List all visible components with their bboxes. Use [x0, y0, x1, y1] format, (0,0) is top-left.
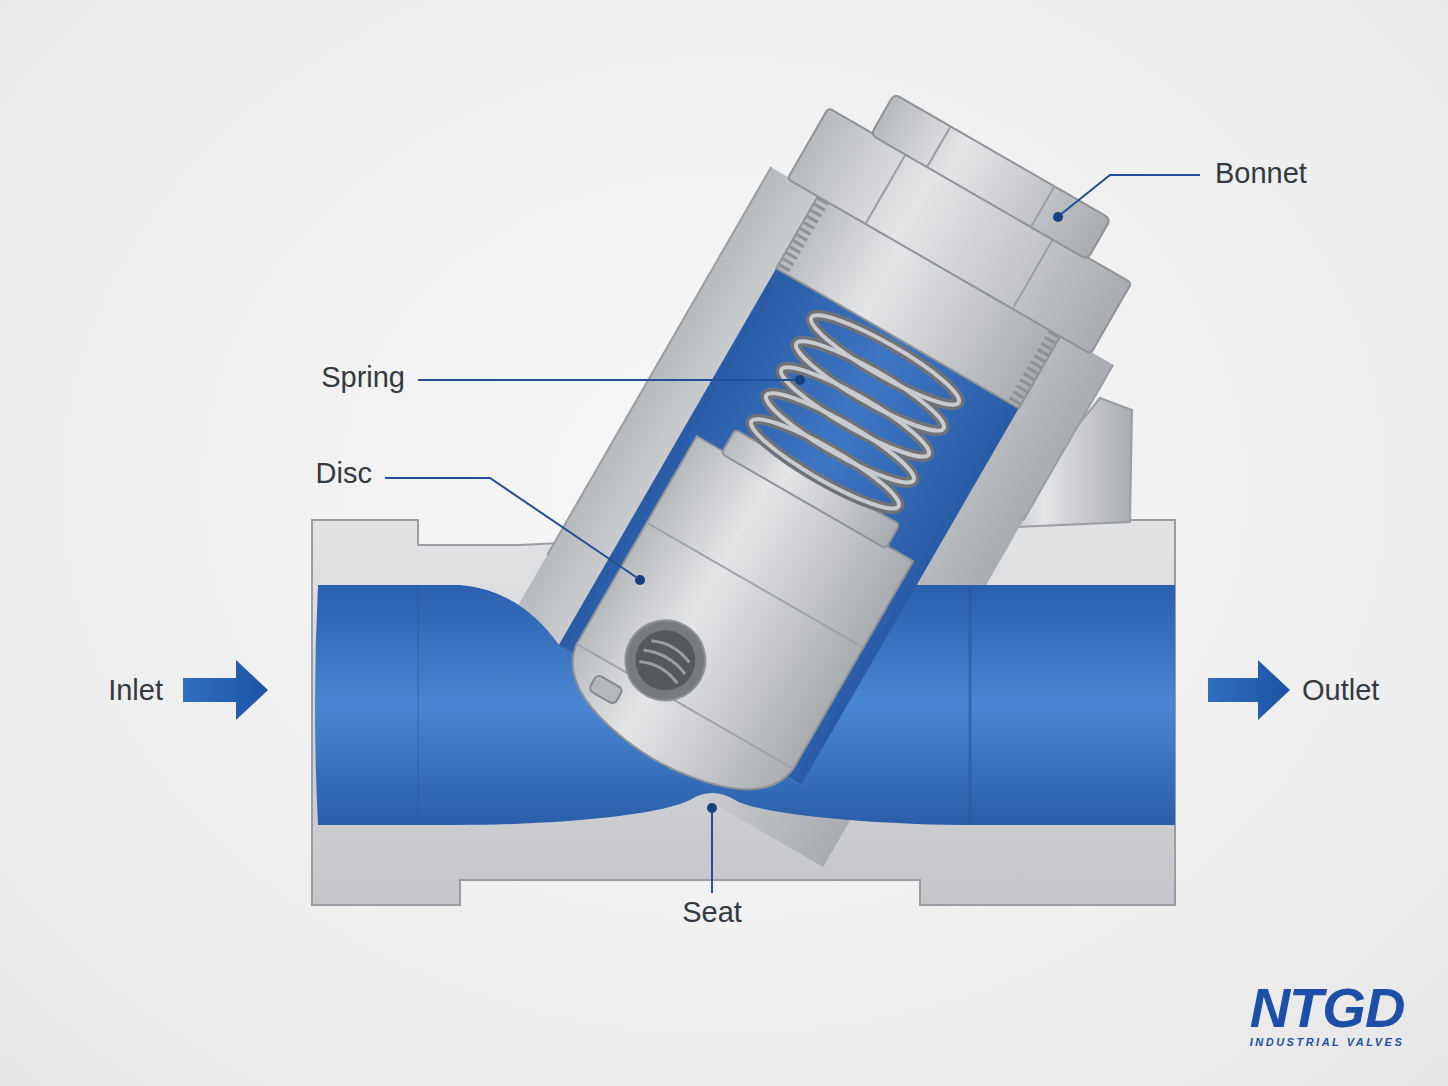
neck-edge [1023, 365, 1113, 521]
disc-boss [721, 429, 900, 548]
hex-face [1013, 238, 1054, 309]
leader-dot [635, 575, 645, 585]
part-label: Spring [321, 363, 405, 392]
disc-port [611, 606, 720, 715]
leader-line [385, 478, 636, 577]
leader-dot [795, 375, 805, 385]
port-thread [638, 635, 694, 684]
part-label: Seat [682, 898, 742, 927]
spring-highlight [773, 356, 936, 469]
bore-step [969, 588, 972, 822]
leader-lines [385, 175, 1200, 893]
cap-face [1031, 186, 1055, 227]
disc-screw [588, 674, 623, 705]
leader-line [418, 379, 796, 381]
spring-highlight [758, 382, 921, 495]
bonnet-thread [1014, 333, 1054, 402]
flow-arrow [1208, 660, 1290, 720]
part-label: Bonnet [1215, 159, 1307, 188]
hex-face [865, 153, 906, 224]
disc-port-inner [624, 619, 706, 701]
valve-internals [503, 69, 1154, 847]
flow-arrow [183, 660, 268, 720]
logo-text: NTGD [1250, 980, 1405, 1036]
bonnet-cap [871, 94, 1111, 260]
spring-turn [758, 382, 921, 495]
logo-subtext: INDUSTRIAL VALVES [1250, 1037, 1405, 1048]
spring-highlight [743, 407, 906, 520]
leader-line [1060, 175, 1200, 215]
spring-turn [773, 356, 936, 469]
leader-dot [707, 803, 717, 813]
bonnet-thread [784, 200, 824, 269]
leader-line [711, 812, 713, 893]
flow-label: Outlet [1302, 676, 1379, 705]
cap-face [927, 126, 951, 167]
leader-dot [1053, 212, 1063, 222]
part-label: Disc [316, 459, 372, 488]
bore-step [417, 588, 419, 822]
flow-label: Inlet [108, 676, 163, 705]
spring-turn [743, 407, 906, 520]
leader-dots [635, 212, 1063, 813]
